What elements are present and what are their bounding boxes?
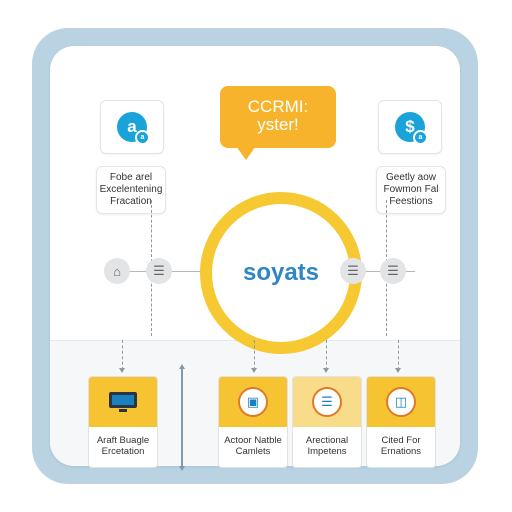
card-header: ☰ — [293, 377, 361, 427]
bottom-card-1: Araft Buagle Ercetation — [88, 376, 158, 468]
list-icon: ☰ — [380, 258, 406, 284]
card-header — [89, 377, 157, 427]
home-icon: ⌂ — [104, 258, 130, 284]
speech-bubble: CCRMI: yster! — [220, 86, 336, 148]
list-icon: ☰ — [312, 387, 342, 417]
left-text-card: Fobe arel Excelentening Fracation — [96, 166, 166, 214]
arrow-up-icon — [179, 364, 185, 369]
small-badge-icon: a — [135, 130, 150, 145]
list-icon: ☰ — [146, 258, 172, 284]
bottom-card-3: ☰ Arectional Impetens — [292, 376, 362, 468]
card-header: ◫ — [367, 377, 435, 427]
connector-line — [326, 340, 327, 370]
center-ring: soyats — [200, 192, 362, 354]
arrow-down-icon — [323, 368, 329, 373]
right-text-card: Geetly aow Fowmon Fal Feestions — [376, 166, 446, 214]
speech-bubble-tail — [236, 146, 256, 160]
dollar-icon: $ a — [395, 112, 428, 145]
arrow-down-icon — [179, 466, 185, 471]
right-icon-card: $ a — [378, 100, 442, 154]
letter-a-icon: a a — [117, 112, 150, 145]
card-label: Araft Buagle Ercetation — [96, 435, 150, 457]
monitor-icon — [109, 392, 137, 412]
card-label: Cited For Ernations — [380, 435, 422, 457]
center-label: soyats — [242, 259, 320, 286]
connector-line — [122, 340, 123, 370]
outer-frame: a a $ a Fobe arel Excelentening Fracatio… — [32, 28, 478, 484]
vertical-divider-arrow — [181, 368, 183, 468]
left-text-line: Fobe arel — [109, 172, 153, 183]
connector-line — [398, 340, 399, 370]
right-text-line: Geetly aow — [385, 172, 437, 183]
left-text-line: Fracation — [110, 196, 152, 207]
card-header: ▣ — [219, 377, 287, 427]
connector-line — [335, 271, 415, 272]
arrow-down-icon — [119, 368, 125, 373]
card-label: Arectional Impetens — [305, 435, 349, 457]
bubble-line: yster! — [257, 115, 299, 134]
card-label: Actoor Natble Camlets — [224, 435, 282, 457]
bubble-line: CCRMI: — [247, 97, 309, 116]
small-badge-icon: a — [413, 130, 428, 145]
list-icon: ☰ — [340, 258, 366, 284]
right-text-line: Fowmon Fal — [383, 184, 439, 195]
connector-line — [254, 340, 255, 370]
lock-icon: ▣ — [238, 387, 268, 417]
left-icon-card: a a — [100, 100, 164, 154]
arrow-down-icon — [251, 368, 257, 373]
arrow-down-icon — [395, 368, 401, 373]
right-text-line: Feestions — [389, 196, 433, 207]
bottom-card-4: ◫ Cited For Ernations — [366, 376, 436, 468]
diagram-panel: a a $ a Fobe arel Excelentening Fracatio… — [50, 46, 460, 471]
basket-icon: ◫ — [386, 387, 416, 417]
left-text-line: Excelentening — [99, 184, 163, 195]
bottom-card-2: ▣ Actoor Natble Camlets — [218, 376, 288, 468]
